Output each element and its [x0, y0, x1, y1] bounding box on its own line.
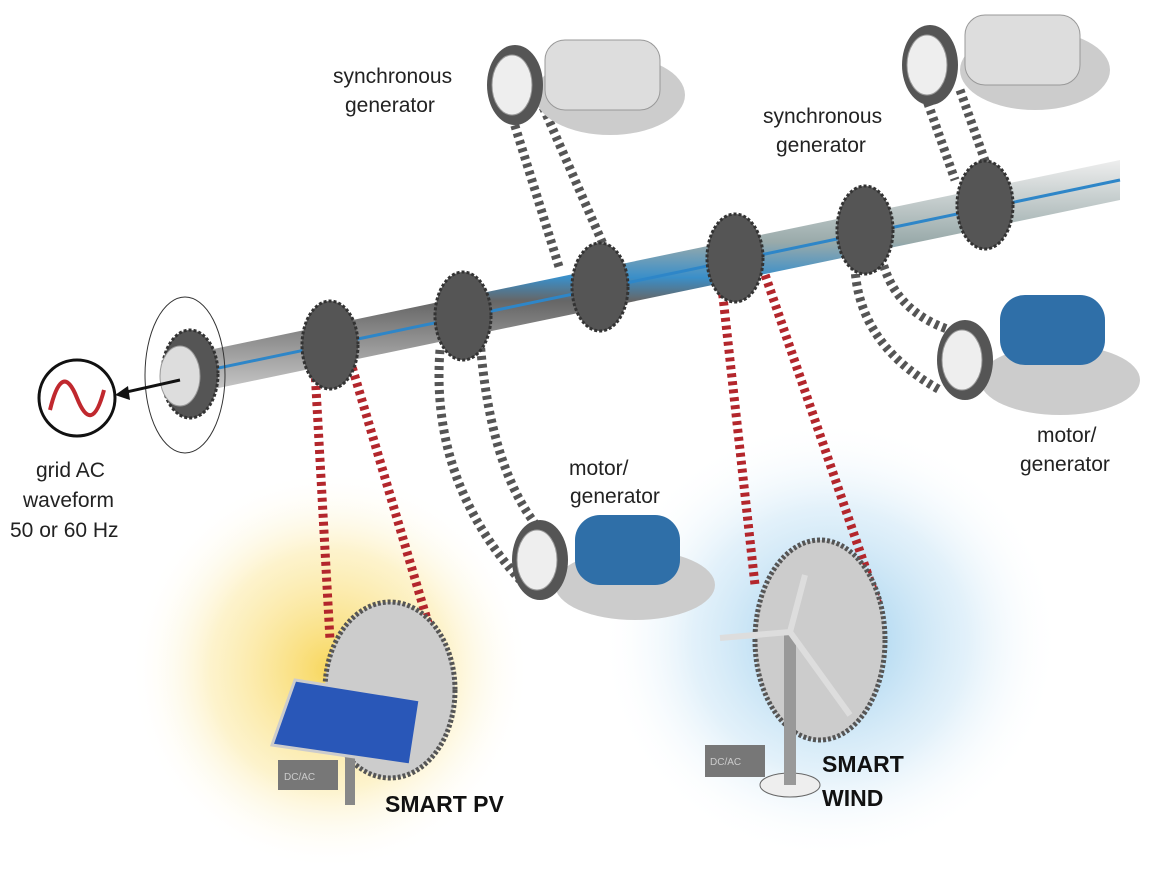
sync-gen-1-label-2: generator — [345, 94, 435, 117]
grid-label-3: 50 or 60 Hz — [10, 519, 119, 542]
motor-generator-1 — [512, 515, 715, 620]
sync-gen-1-label-1: synchronous — [333, 65, 452, 88]
motor-gen-2-label-2: generator — [1020, 453, 1110, 476]
shaft-gears — [160, 159, 1015, 420]
motor-gen-1-label-1: motor/ — [569, 457, 629, 480]
motor-gen-1-label-2: generator — [570, 485, 660, 508]
smart-wind-label-2: WIND — [822, 785, 883, 811]
grid-waveform-icon — [37, 358, 117, 438]
sync-gen-2-label-2: generator — [776, 134, 866, 157]
grid-label-2: waveform — [22, 489, 114, 512]
wind-turbine-icon: DC/AC — [705, 574, 853, 798]
wind-inverter-label: DC/AC — [710, 757, 741, 768]
sync-gen-2-label-1: synchronous — [763, 105, 882, 128]
solar-panel-icon: DC/AC — [269, 678, 422, 805]
wind-gear — [752, 537, 888, 743]
motor-gen-2-label-1: motor/ — [1037, 424, 1097, 447]
synchronous-generator-1 — [487, 39, 685, 135]
belt-smart-pv — [310, 358, 450, 682]
pv-inverter-label: DC/AC — [284, 772, 315, 783]
rotation-indicator — [144, 296, 226, 454]
motor-generator-2 — [937, 295, 1140, 415]
synchronous-generator-2 — [902, 14, 1110, 110]
belt-motor-gen-1 — [434, 339, 544, 584]
smart-wind-label-1: SMART — [822, 751, 904, 777]
belt-smart-wind — [715, 258, 885, 612]
arrow-to-grid — [121, 378, 181, 395]
belt-sync-gen-1 — [505, 98, 615, 272]
grid-label-1: grid AC — [36, 459, 105, 482]
smart-pv-label: SMART PV — [385, 791, 505, 817]
belt-motor-gen-2 — [850, 249, 952, 394]
